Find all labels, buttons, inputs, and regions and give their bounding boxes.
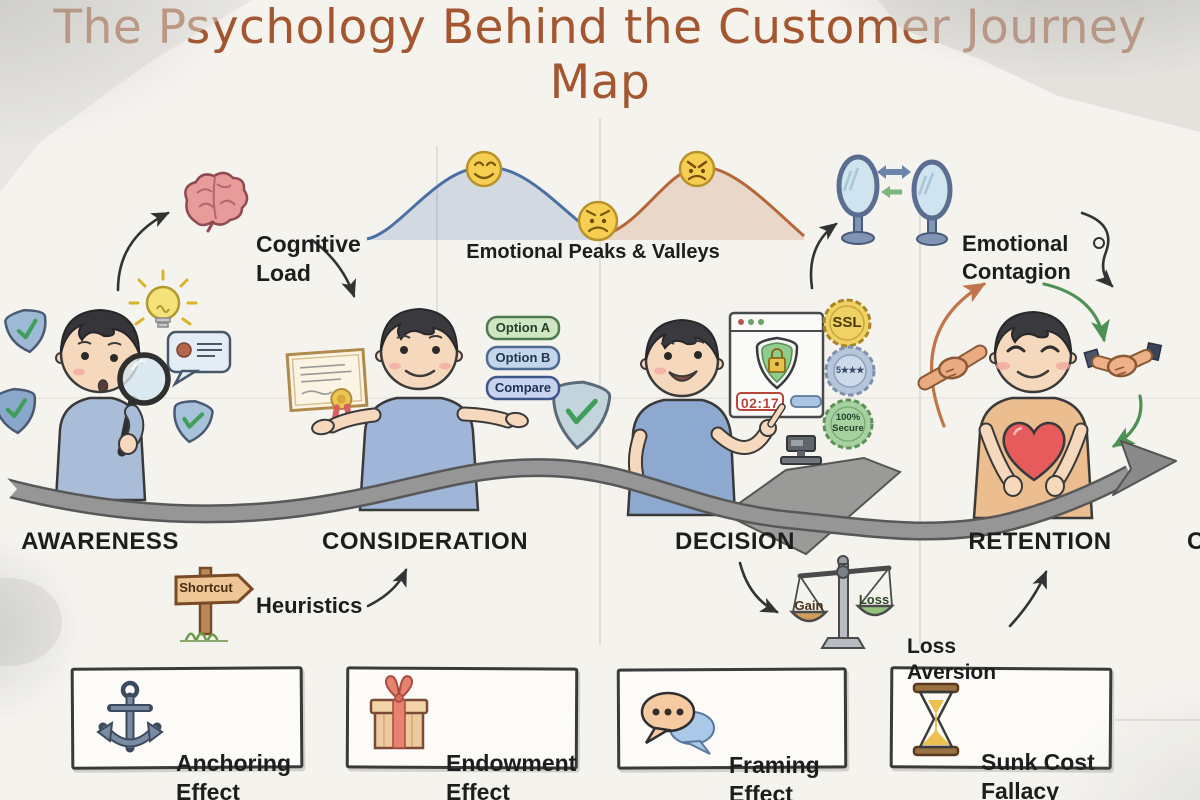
emotion-curve-chart <box>366 150 805 242</box>
option-a-label: Option A <box>495 320 551 335</box>
handshake-left-icon <box>917 344 988 391</box>
secure-lock-shield-icon <box>755 336 799 390</box>
loss-pan-label: Loss <box>858 592 890 607</box>
stage-label-consideration: CONSIDERATION <box>322 528 529 555</box>
checkout-window <box>728 311 825 419</box>
lightbulb-icon <box>128 269 198 328</box>
trust-badges <box>822 298 876 450</box>
gain-loss-scale-icon <box>789 555 895 649</box>
worried-emoji-icon <box>577 200 619 242</box>
compare-button <box>485 375 561 401</box>
compare-label: Compare <box>494 380 552 395</box>
stage-label-decision: DECISION <box>674 528 795 555</box>
heuristics-label: Heuristics <box>256 593 363 618</box>
journey-path-arrow <box>0 440 1177 541</box>
emotional-peaks-label: Emotional Peaks & Valleys <box>466 241 720 263</box>
option-b-label: Option B <box>495 350 551 365</box>
speech-bubbles-icon <box>640 691 715 755</box>
shortcut-signpost-icon <box>174 566 255 643</box>
anchor-icon <box>96 680 164 753</box>
annotation-arrows <box>116 211 1114 628</box>
hourglass-icon <box>912 682 960 757</box>
mirror-icons <box>836 154 953 246</box>
character-awareness <box>54 308 171 502</box>
shortcut-sign-label: Shortcut <box>179 580 233 595</box>
handshake-right-icon <box>1083 342 1163 378</box>
option-a-button <box>485 315 561 341</box>
character-retention <box>972 310 1094 520</box>
review-bubble-icon <box>166 330 232 388</box>
secure-badge-icon <box>822 398 874 450</box>
brain-icon <box>184 171 249 233</box>
trust-shield-icons <box>0 308 612 450</box>
gift-icon <box>369 675 429 750</box>
certificate-icon <box>285 347 369 427</box>
checkout-counter <box>722 435 902 556</box>
mirror-right-icon <box>911 159 953 246</box>
reflection-arrows-icon <box>877 165 911 198</box>
option-b-button <box>485 345 561 371</box>
rating-badge-icon <box>824 345 876 397</box>
option-buttons <box>485 315 561 401</box>
mirror-left-icon <box>836 154 880 245</box>
ssl-badge-label: SSL <box>832 314 862 331</box>
gain-pan-label: Gain <box>794 598 824 613</box>
ssl-badge-icon <box>822 298 872 348</box>
countdown-timer: 02:17 <box>740 395 780 411</box>
stage-label-awareness: AWARENESS <box>21 528 179 555</box>
rating-badge-label: 5★★★ <box>835 365 864 375</box>
arrowhead <box>1112 440 1177 496</box>
countdown-timer-box <box>736 392 784 411</box>
stage-label-next-partial: C <box>1187 528 1200 555</box>
paper-texture <box>878 0 1200 132</box>
heart-icon <box>1002 421 1066 482</box>
happy-emoji-icon <box>465 150 503 188</box>
angry-emoji-icon <box>678 150 716 188</box>
secure-badge-label: 100%Secure <box>832 412 864 434</box>
stage-label-retention: RETENTION <box>968 528 1112 555</box>
arrow-tail-notch <box>0 470 17 509</box>
buy-button <box>790 395 822 408</box>
loyalty-loop-arrows <box>930 282 1143 448</box>
